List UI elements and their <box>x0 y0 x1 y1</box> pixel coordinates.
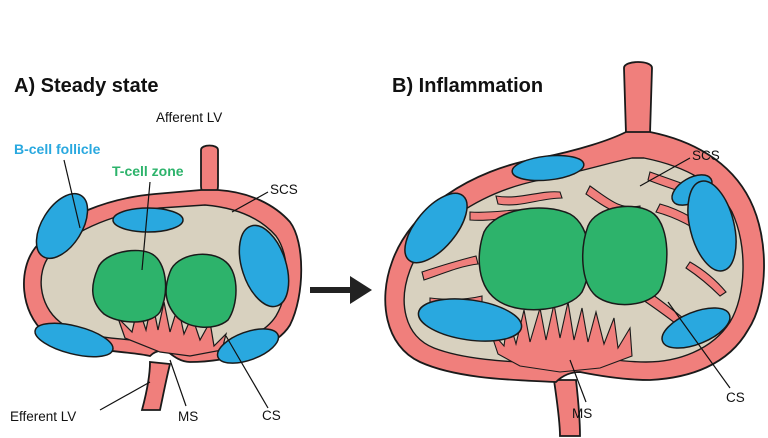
b-t-cell-zone-right <box>582 205 668 306</box>
a-ms-leader <box>169 359 187 407</box>
a-t-cell-zone-right <box>165 253 237 328</box>
b-scs-leader <box>639 157 691 187</box>
a-afferent-lymphatic-vessel <box>200 144 219 198</box>
b-medullary-sinus <box>489 301 633 373</box>
a-b-cell-follicle-leader <box>63 159 81 229</box>
a-b-cell-follicle-bottom-right <box>216 328 280 364</box>
b-afferent-lymphatic-vessel <box>623 61 653 135</box>
a-efferent-lymphatic-vessel <box>140 361 172 411</box>
b-b-cell-follicle-bottom-right <box>661 307 731 349</box>
panel-a-title: A) Steady state <box>14 75 159 97</box>
a-t-cell-zone-leader <box>141 181 151 271</box>
arrow-head <box>350 276 372 304</box>
panel-b-inflammation: B) Inflammation SCS MS CS <box>384 61 765 437</box>
a-ms-label: MS <box>178 409 198 424</box>
a-t-cell-zone-label: T-cell zone <box>112 163 184 179</box>
b-scs-label: SCS <box>692 148 720 163</box>
a-efferent-lv-label: Efferent LV <box>10 409 76 424</box>
transition-arrow <box>310 276 372 304</box>
a-b-cell-follicle-left-upper <box>35 192 89 260</box>
b-b-cell-follicle-left <box>404 192 468 264</box>
a-b-cell-follicle-right <box>238 224 290 308</box>
a-b-cell-follicle-top <box>112 207 184 233</box>
a-b-cell-follicle-label: B-cell follicle <box>14 141 101 157</box>
a-afferent-lv-label: Afferent LV <box>156 110 222 125</box>
b-t-cell-zone-left <box>478 207 591 311</box>
b-cs-label: CS <box>726 390 745 405</box>
b-ms-leader <box>569 359 587 403</box>
a-cs-leader <box>225 335 269 409</box>
b-b-cell-follicle-bottom-left <box>417 298 523 342</box>
b-b-cell-follicle-right <box>687 180 737 272</box>
a-scs-leader <box>231 191 269 213</box>
b-efferent-lymphatic-vessel <box>552 379 581 437</box>
a-b-cell-follicle-left-lower <box>34 322 114 358</box>
a-scs-label: SCS <box>270 182 298 197</box>
panel-a-steady-state: A) Steady state Afferent LV B-cell folli… <box>10 75 303 424</box>
b-ms-label: MS <box>572 406 592 421</box>
b-b-cell-follicle-top-left <box>511 154 585 182</box>
b-cs-leader <box>667 301 731 389</box>
a-cs-label: CS <box>262 408 281 423</box>
a-t-cell-zone-left <box>92 249 167 323</box>
a-efferent-lv-leader <box>99 381 151 411</box>
panel-b-title: B) Inflammation <box>392 75 543 97</box>
